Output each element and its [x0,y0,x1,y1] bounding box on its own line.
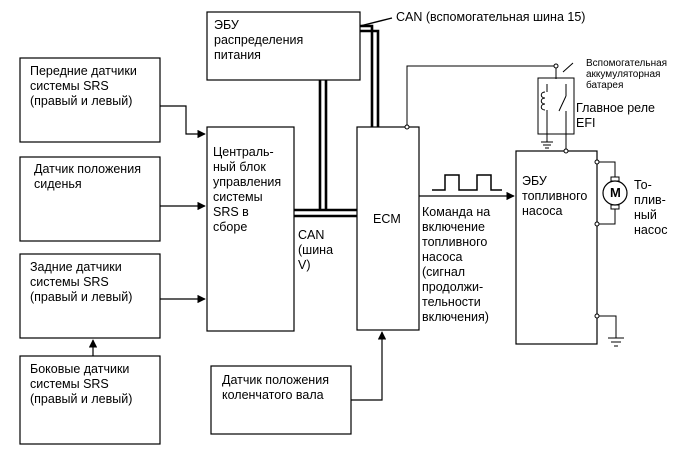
ground-symbol [594,313,624,347]
crank-sensor-label: Датчик положения коленчатого вала [222,373,329,402]
crank-sensor-box [210,365,352,435]
side-sensors-box [19,355,161,445]
can-aux-label: CAN (вспомогательная шина 15) [396,10,586,24]
signal-arrows [88,105,387,401]
side-sensors-label: Боковые датчики системы SRS (правый и ле… [30,362,133,406]
srs-unit-box [206,126,295,332]
power-ecu-box [206,11,361,81]
can-v-bus [294,80,357,218]
motor-m-label: M [610,185,621,200]
rear-sensors-box [19,253,161,339]
ecm-label: ECM [373,212,401,226]
seat-sensor-box [19,156,161,242]
aux-battery-label: Вспомогательная аккумуляторная батарея [586,58,668,91]
power-ecu-label: ЭБУ распределения питания [214,18,304,62]
relay-circuit [404,62,575,154]
main-relay-label: Главное реле EFI [576,101,655,130]
front-sensors-box [19,57,161,143]
fuel-pump-motor [594,159,628,227]
seat-sensor-label: Датчик положения сиденья [34,162,141,191]
can-v-label: CAN (шина V) [298,228,334,272]
pwm-signal-line [419,174,515,201]
fuel-pump-ecu-label: ЭБУ топливного насоса [522,174,588,218]
front-sensors-label: Передние датчики системы SRS (правый и л… [30,64,137,108]
rear-sensors-label: Задние датчики системы SRS (правый и лев… [30,260,133,304]
srs-unit-label: Централь- ный блок управления системы SR… [213,145,282,234]
fuel-pump-command-label: Команда на включение топливного насоса (… [422,205,491,324]
fuel-pump-ecu-box [515,150,598,345]
fuel-pump-label: То- плив- ный насос [634,178,668,237]
ecm-box [356,126,420,331]
can-aux-bus [359,17,393,127]
